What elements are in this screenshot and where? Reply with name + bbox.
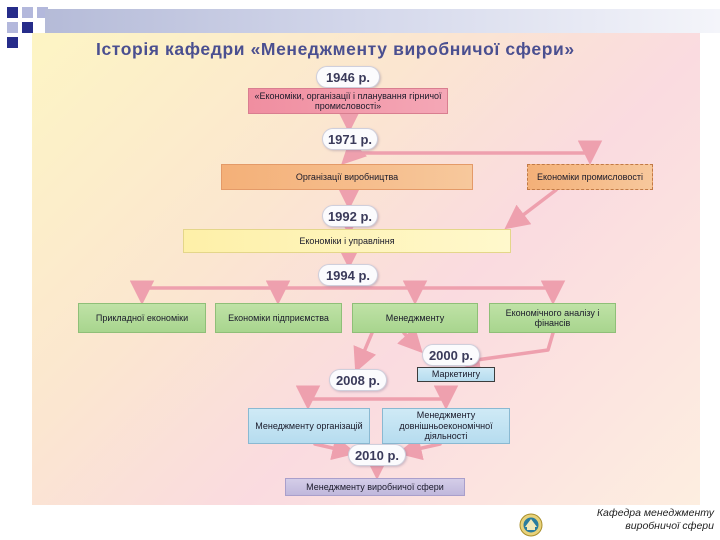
footer-line-2: виробничої сфери (625, 520, 714, 532)
arrow-analysis-down (455, 331, 555, 372)
arrow-industry-econ-down (504, 188, 558, 230)
department-logo-icon (519, 513, 543, 537)
year-1971: 1971 р. (322, 128, 378, 150)
box-applied-econ: Прикладної економіки (78, 303, 206, 333)
arrow-to-industry-econ (347, 140, 603, 165)
box-production-org: Організації виробництва (221, 164, 473, 190)
box-org-management: Менеджменту організацій (248, 408, 370, 444)
year-2000: 2000 р. (422, 344, 480, 366)
box-econ-analysis-finance: Економічного аналізу і фінансів (489, 303, 616, 333)
box-econ-management: Економіки і управління (183, 229, 511, 253)
footer-line-1: Кафедра менеджменту (596, 507, 714, 519)
year-2008: 2008 р. (329, 369, 387, 391)
year-1946: 1946 р. (316, 66, 380, 88)
box-production-management: Менеджменту виробничої сфери (285, 478, 465, 496)
corner-decoration (0, 0, 60, 50)
box-marketing: Маркетингу (417, 367, 495, 382)
arrow-fea-mgmt-2010 (397, 436, 442, 461)
box-management: Менеджменту (352, 303, 478, 333)
box-enterprise-econ: Економіки підприємства (215, 303, 342, 333)
arrow-org-mgmt-2010 (313, 436, 357, 461)
arrow-management-2008 (353, 331, 377, 373)
box-economics-mining: «Економіки, організації і планування гір… (248, 88, 448, 114)
year-1994: 1994 р. (318, 264, 378, 286)
year-1992: 1992 р. (322, 205, 378, 227)
arrow-management-2000 (397, 326, 423, 354)
box-industry-econ: Економіки промисловості (527, 164, 653, 190)
top-bar (45, 9, 720, 33)
footer-caption: Кафедра менеджменту виробничої сфери (548, 507, 714, 533)
box-fea-management: Менеджменту довнішньоекономічної діяльно… (382, 408, 510, 444)
slide-title: Історія кафедри «Менеджменту виробничої … (96, 39, 575, 59)
year-2010: 2010 р. (348, 444, 406, 466)
